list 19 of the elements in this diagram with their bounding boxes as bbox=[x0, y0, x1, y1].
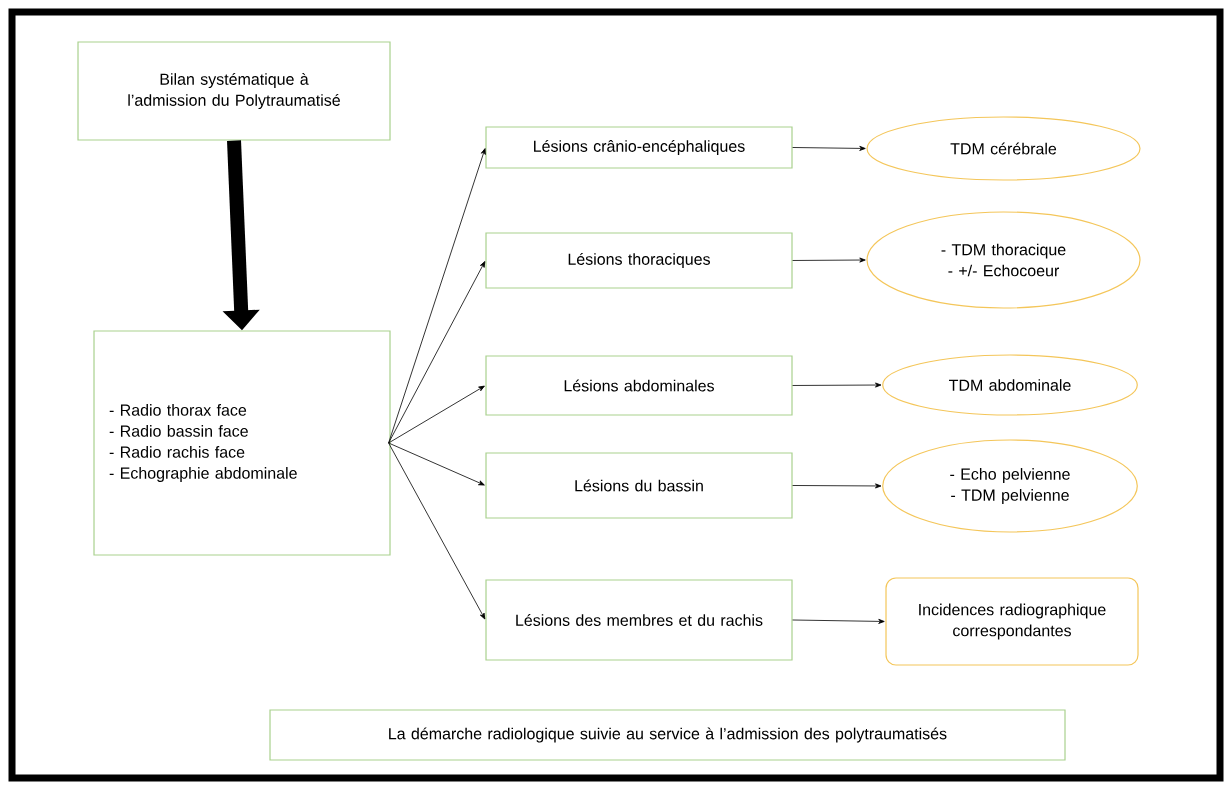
arrow bbox=[792, 618, 885, 624]
process-box: Bilan systématique à l’admission du Polytraumatisé bbox=[77, 41, 391, 141]
process-box: Lésions du bassin bbox=[485, 452, 793, 519]
arrow bbox=[388, 148, 486, 444]
arrow bbox=[792, 145, 866, 151]
result-box: Incidences radiographique correspondantes bbox=[885, 577, 1139, 666]
arrow bbox=[388, 385, 485, 444]
process-box: Lésions abdominales bbox=[485, 355, 793, 416]
arrow bbox=[388, 261, 486, 444]
process-box: Lésions des membres et du rachis bbox=[485, 579, 793, 661]
process-box: Lésions crânio-encéphaliques bbox=[485, 126, 793, 169]
process-box: - Radio thorax face - Radio bassin face - Radio rachis face - Echographie abdominale bbox=[93, 330, 391, 556]
arrow bbox=[388, 442, 486, 620]
arrow bbox=[792, 382, 882, 388]
arrow bbox=[792, 257, 866, 263]
arrow bbox=[388, 442, 485, 486]
process-box: La démarche radiologique suivie au service à l’admission des polytraumatisés bbox=[269, 709, 1066, 761]
process-box: Lésions thoraciques bbox=[485, 232, 793, 289]
arrow bbox=[792, 483, 882, 489]
